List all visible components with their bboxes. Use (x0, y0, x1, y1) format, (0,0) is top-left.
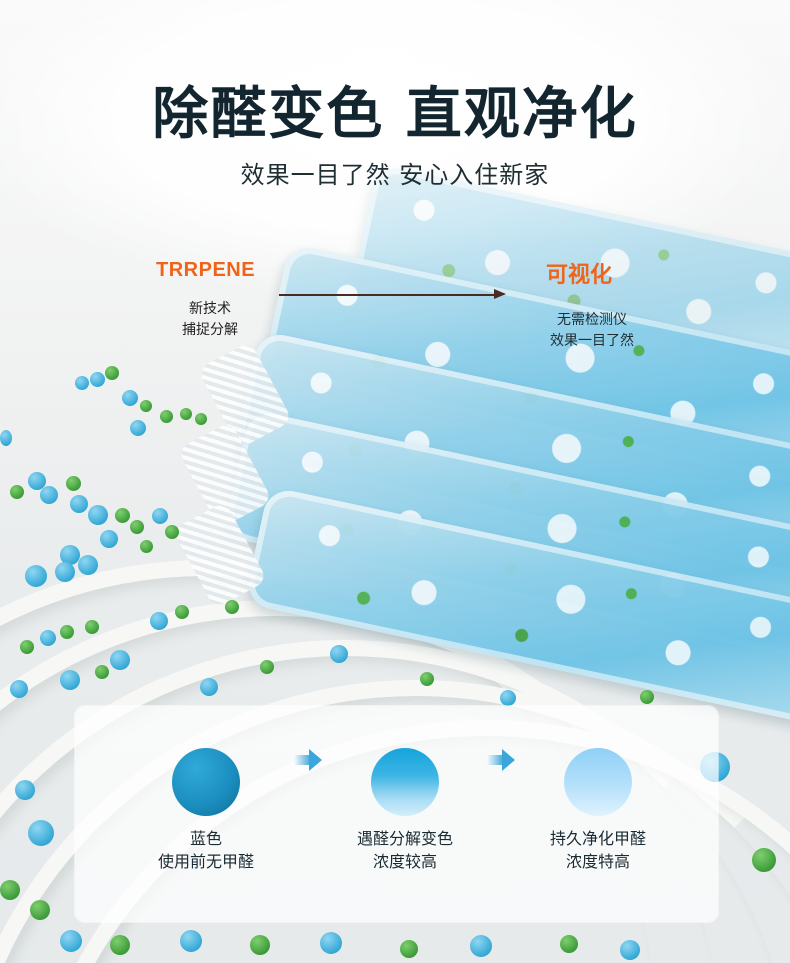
step-label-line: 蓝色 (189, 829, 222, 848)
blue-bead (320, 932, 342, 954)
blue-bead (122, 390, 138, 406)
step-label-line: 遇醛分解变色 (356, 829, 453, 848)
green-bead (30, 900, 50, 920)
blue-bead (110, 650, 130, 670)
green-bead (420, 672, 434, 686)
blue-bead (78, 555, 98, 575)
blue-bead (500, 690, 516, 706)
arrow-right-icon (487, 749, 515, 771)
step-label: 持久净化甲醛 浓度特高 (498, 827, 698, 873)
right-arrow-icon (279, 294, 499, 296)
green-bead (95, 665, 109, 679)
green-bead (10, 485, 24, 499)
green-bead (130, 520, 144, 534)
green-bead (260, 660, 274, 674)
light-blue-circle-icon (564, 748, 632, 816)
blue-bead (150, 612, 168, 630)
blue-bead (55, 562, 75, 582)
blue-bead (100, 530, 118, 548)
green-bead (175, 605, 189, 619)
green-bead (110, 935, 130, 955)
blue-bead (60, 670, 80, 690)
green-bead (160, 410, 173, 423)
blue-bead (180, 930, 202, 952)
step-decomposing: 遇醛分解变色 浓度较高 (305, 706, 505, 873)
blue-bead (60, 545, 80, 565)
technology-description-line: 捕捉分解 (182, 322, 238, 338)
step-long-lasting: 持久净化甲醛 浓度特高 (498, 706, 698, 873)
green-bead (140, 540, 153, 553)
visualization-description-line: 效果一目了然 (550, 333, 634, 349)
step-label-line: 使用前无甲醛 (157, 852, 254, 871)
page-title: 除醛变色 直观净化 (152, 82, 638, 147)
green-bead (20, 640, 34, 654)
step-label-line: 浓度较高 (372, 852, 437, 871)
arrow-right-icon (294, 749, 322, 771)
green-bead (60, 625, 74, 639)
blue-bead (90, 372, 105, 387)
step-before-use: 蓝色 使用前无甲醛 (106, 706, 306, 873)
green-bead (140, 400, 152, 412)
page-subtitle: 效果一目了然 安心入住新家 (240, 161, 550, 189)
gradient-blue-circle-icon (371, 748, 439, 816)
green-bead (560, 935, 578, 953)
blue-bead (75, 376, 89, 390)
blue-bead (60, 930, 82, 952)
blue-bead (620, 940, 640, 960)
blue-bead (70, 495, 88, 513)
visualization-label: 可视化 (546, 263, 613, 288)
green-bead (105, 366, 119, 380)
green-bead (115, 508, 130, 523)
green-bead (66, 476, 81, 491)
step-label: 蓝色 使用前无甲醛 (106, 827, 306, 873)
color-change-steps-panel: 蓝色 使用前无甲醛 遇醛分解变色 浓度较高 持久净化甲醛 浓度特高 (75, 706, 718, 922)
green-bead (0, 880, 20, 900)
blue-bead (470, 935, 492, 957)
green-bead (225, 600, 239, 614)
blue-bead (330, 645, 348, 663)
technology-description: 新技术 捕捉分解 (168, 299, 252, 341)
step-label-line: 持久净化甲醛 (549, 829, 646, 848)
blue-bead (40, 630, 56, 646)
blue-bead (25, 565, 47, 587)
right-arrow-head-icon (494, 289, 506, 299)
blue-bead (130, 420, 146, 436)
green-bead (400, 940, 418, 958)
blue-bead (0, 430, 12, 446)
visualization-description: 无需检测仪 效果一目了然 (527, 310, 657, 352)
blue-bead (88, 505, 108, 525)
technology-label: TRRPENE (156, 259, 256, 281)
visualization-description-line: 无需检测仪 (557, 312, 627, 328)
green-bead (180, 408, 192, 420)
green-bead (752, 848, 776, 872)
blue-bead (28, 472, 46, 490)
step-label-line: 浓度特高 (565, 852, 630, 871)
blue-bead (28, 820, 54, 846)
green-bead (640, 690, 654, 704)
blue-bead (40, 486, 58, 504)
blue-bead (152, 508, 168, 524)
blue-bead (15, 780, 35, 800)
green-bead (195, 413, 207, 425)
blue-bead (200, 678, 218, 696)
green-bead (250, 935, 270, 955)
blue-bead (10, 680, 28, 698)
technology-description-line: 新技术 (189, 301, 231, 317)
green-bead (85, 620, 99, 634)
step-label: 遇醛分解变色 浓度较高 (305, 827, 505, 873)
green-bead (165, 525, 179, 539)
deep-blue-circle-icon (172, 748, 240, 816)
